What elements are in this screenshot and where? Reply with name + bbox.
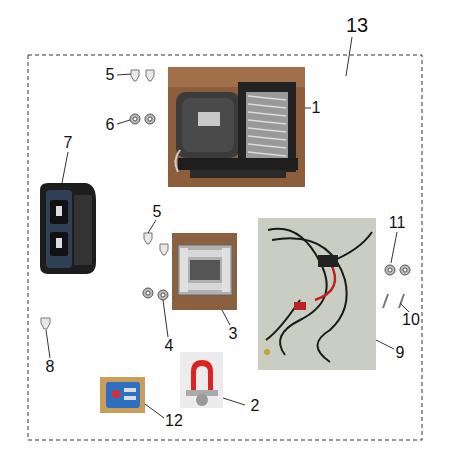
remote-photo [100,377,145,413]
callout-number: 2 [251,397,260,415]
leader-line [163,300,168,337]
nuts [130,114,155,124]
callout-number: 11 [389,214,406,232]
leader-line [148,220,156,233]
leader-line [391,232,397,263]
bolts [383,294,404,308]
harness-photo [258,218,376,370]
leader-line [400,303,409,312]
bolts [131,70,154,81]
nuts [385,265,410,275]
shackle-photo [180,352,223,408]
callout-number: 9 [396,344,405,362]
callout-number: 8 [46,358,55,376]
leader-line [222,310,230,325]
callout-number: 13 [346,14,368,36]
leader-line [145,404,164,418]
callout-number: 5 [153,203,162,221]
nuts [143,288,168,300]
leader-line [346,37,352,76]
callout-number: 6 [106,116,115,134]
bolts [144,233,168,255]
leader-line [305,108,311,109]
callout-number: 7 [64,134,73,152]
callout-number: 10 [402,311,420,329]
bolt [41,318,50,329]
switch-photo [40,183,96,274]
leader-line [223,398,245,405]
winch-photo [168,67,305,187]
callout-number: 3 [229,325,238,343]
leader-line [117,120,130,124]
leader-line [46,330,50,358]
leader-line [62,152,68,183]
callout-number: 5 [106,66,115,84]
fairlead-photo [172,233,237,310]
kit-boundary [28,55,422,440]
callout-number: 12 [165,412,183,430]
callout-number: 4 [165,337,174,355]
callout-number: 1 [312,99,321,117]
leader-line [117,74,131,75]
leader-line [376,340,394,349]
